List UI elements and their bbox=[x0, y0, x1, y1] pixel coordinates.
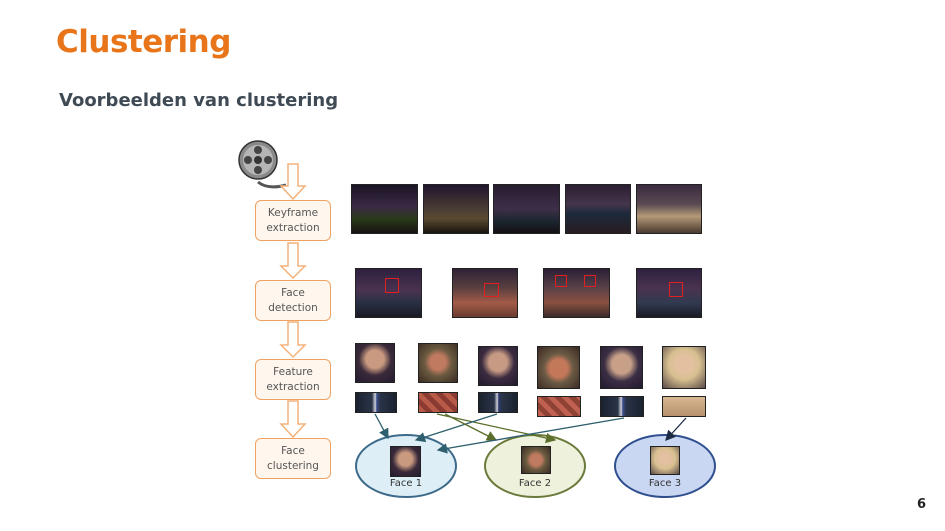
assign-arrow-5 bbox=[436, 417, 625, 454]
cluster-label: Face 1 bbox=[389, 478, 423, 489]
step-face-detection: Face detection bbox=[255, 280, 331, 321]
torso-crop bbox=[478, 392, 518, 413]
cluster-face bbox=[521, 446, 551, 474]
slide-subtitle: Voorbeelden van clustering bbox=[59, 90, 339, 111]
film-reel-icon bbox=[238, 140, 287, 189]
torso-crop bbox=[418, 392, 458, 413]
assign-arrow-4 bbox=[444, 413, 498, 441]
cluster-label: Face 2 bbox=[518, 478, 552, 489]
torso-crop bbox=[600, 396, 644, 417]
face-crop bbox=[478, 346, 518, 386]
cluster-face bbox=[390, 446, 421, 477]
assign-arrow-2 bbox=[436, 413, 557, 444]
cluster-label: Face 3 bbox=[648, 478, 682, 489]
torso-crop bbox=[355, 392, 397, 413]
keyframe-image bbox=[351, 184, 418, 234]
step-label: Keyframe extraction bbox=[266, 206, 320, 234]
slide-title: Clustering bbox=[56, 24, 231, 60]
torso-crop bbox=[537, 396, 581, 417]
step-label: Feature extraction bbox=[266, 365, 320, 393]
flow-arrow-4 bbox=[279, 400, 307, 439]
detection-box bbox=[555, 275, 567, 287]
step-face-clustering: Face clustering bbox=[255, 438, 331, 479]
step-keyframe-extraction: Keyframe extraction bbox=[255, 200, 331, 241]
detection-box bbox=[484, 283, 499, 297]
detection-image bbox=[636, 268, 702, 318]
face-crop bbox=[662, 346, 706, 389]
step-label: Face detection bbox=[268, 286, 318, 314]
detection-image bbox=[452, 268, 518, 318]
assign-arrow-6 bbox=[665, 417, 687, 441]
flow-arrow-2 bbox=[279, 242, 307, 280]
detection-image bbox=[543, 268, 610, 318]
assign-arrow-3 bbox=[414, 413, 498, 443]
face-crop bbox=[355, 343, 395, 383]
face-crop bbox=[537, 346, 580, 389]
step-feature-extraction: Feature extraction bbox=[255, 359, 331, 400]
cluster-face bbox=[650, 446, 680, 475]
face-crop bbox=[600, 346, 643, 389]
keyframe-image bbox=[423, 184, 489, 234]
detection-box bbox=[669, 282, 683, 297]
detection-image bbox=[355, 268, 422, 318]
flow-arrow-1 bbox=[279, 163, 307, 201]
keyframe-image bbox=[636, 184, 702, 234]
keyframe-image bbox=[565, 184, 631, 234]
assign-arrow-1 bbox=[374, 413, 389, 440]
keyframe-image bbox=[493, 184, 560, 234]
detection-box bbox=[385, 278, 399, 293]
torso-crop bbox=[662, 396, 706, 417]
step-label: Face clustering bbox=[267, 444, 319, 472]
face-crop bbox=[418, 343, 458, 383]
detection-box bbox=[584, 275, 596, 287]
flow-arrow-3 bbox=[279, 321, 307, 359]
page-number: 6 bbox=[916, 497, 926, 512]
